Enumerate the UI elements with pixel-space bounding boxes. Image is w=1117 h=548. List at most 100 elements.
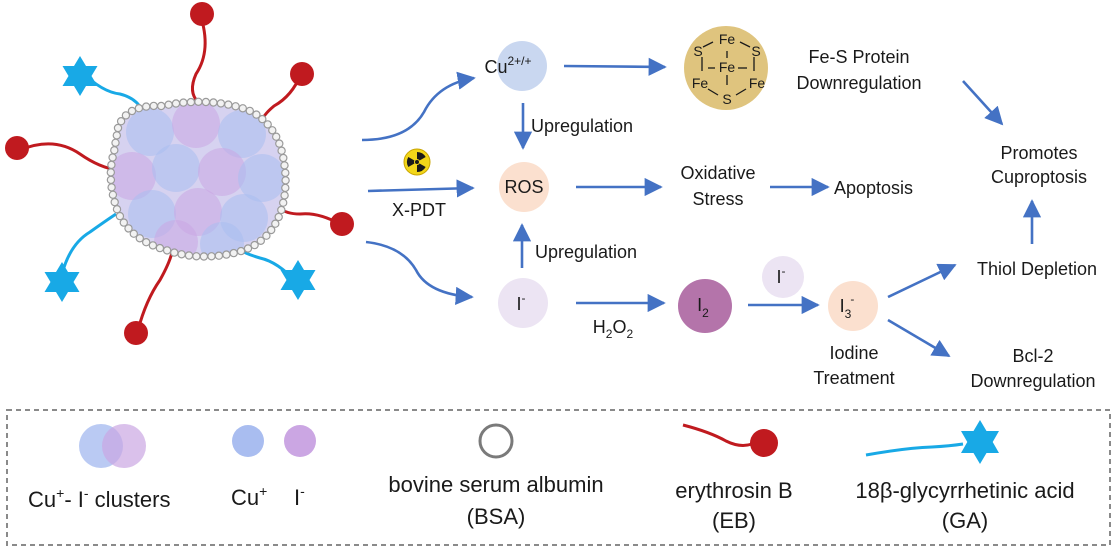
bsa-bead [216,99,226,108]
bsa-bead [110,197,119,207]
apoptosis-label: Apoptosis [834,178,913,198]
bsa-bead [199,252,209,261]
bsa-bead [280,191,289,200]
fe-left-label: Fe [692,75,709,91]
s-bottom-label: S [722,91,731,107]
bsa-bead [192,252,201,261]
arrow-to-ros [367,179,475,198]
bsa-bead [119,218,129,227]
node-ros: ROS [499,162,549,212]
bsa-bead [271,219,280,228]
bsa-bead [106,168,116,177]
radiation-icon [403,148,431,176]
bsa-bead [272,132,281,141]
node-triiodide: I3- [828,281,878,331]
bsa-bead [162,246,172,255]
s-top-right-label: S [751,43,760,59]
bsa-bead [201,97,211,107]
arrow-to-cu [361,71,476,142]
legend-cu-ion-label: Cu+ [231,483,267,510]
oxidative-stress-line1: Oxidative [680,163,755,183]
bsa-bead [115,211,125,221]
star-icon [280,260,316,300]
node-iodine: I2 [678,279,732,333]
node-cu: Cu2+/+ [484,41,547,91]
fe-right-label: Fe [749,75,766,91]
h2o2-label: H2O2 [593,317,634,341]
nanoparticle [5,2,354,345]
ros-label: ROS [504,177,543,197]
arrow-triiodide-to-bcl2 [887,318,951,358]
fe-top-label: Fe [719,31,736,47]
star-icon [62,56,98,96]
iodine-treatment-line2: Treatment [813,368,894,388]
fe-center-label: Fe [719,59,736,75]
iodide-label: I- [516,291,525,314]
bsa-bead [209,98,218,107]
bsa-bead [134,103,144,113]
nanoparticle-core [110,101,286,257]
node-iodide: I- [498,278,548,328]
bsa-bead [214,251,224,260]
bsa-bead [108,153,117,162]
bsa-shell [106,97,290,261]
bsa-bead [129,229,138,238]
bsa-bead [274,212,283,222]
upregulation-top-label: Upregulation [531,116,633,136]
bsa-bead [281,176,290,185]
bsa-bead [275,139,284,148]
bsa-bead [262,231,271,240]
bsa-bead [164,100,173,109]
bsa-bead [281,168,290,178]
bsa-bead [229,248,238,258]
bsa-bead [222,250,231,259]
legend-ga-line1: 18β-glycyrrhetinic acid [855,478,1074,503]
promotes-cuproptosis-line1: Promotes [1000,143,1077,163]
bsa-bead [171,99,181,108]
thiol-depletion-label: Thiol Depletion [977,259,1097,279]
legend-bsa-line2: (BSA) [467,504,526,529]
legend: Cu+- I- clusters Cu+ I- bovine serum alb… [6,409,1111,546]
bsa-bead [121,111,131,120]
bsa-bead [238,104,247,113]
bsa-bead [184,251,194,260]
promotes-cuproptosis-line2: Cuproptosis [991,167,1087,187]
bsa-bead [258,114,267,124]
bcl2-downregulation-line1: Bcl-2 [1012,346,1053,366]
bsa-bead [231,102,240,111]
bsa-bead [148,241,158,250]
bsa-bead [149,101,158,111]
arrow-fes-to-promotes [962,80,1004,126]
legend-ga: 18β-glycyrrhetinic acid (GA) [855,420,1075,533]
upregulation-bottom-label: Upregulation [535,242,637,262]
bsa-bead [236,246,246,256]
arrow-triiodide-to-thiol [887,263,957,299]
bsa-bead [267,225,276,235]
bsa-bead [268,126,277,135]
cu-label: Cu2+/+ [484,54,531,77]
star-icon [44,262,80,302]
bsa-bead [110,145,119,155]
bsa-bead [243,244,253,253]
flow-labels: Fe-S Protein Downregulation Upregulation… [392,47,1097,391]
eb-ligand-heads [5,2,354,345]
bsa-bead [177,250,186,259]
bsa-bead [112,204,122,214]
legend-clusters: Cu+- I- clusters [28,424,170,512]
bsa-bead [107,183,116,192]
ga-star-icons [44,56,316,302]
bsa-bead [279,198,288,207]
bsa-bead [281,183,290,193]
legend-eb: erythrosin B (EB) [675,423,793,533]
bsa-bead [194,97,203,107]
legend-border [6,409,1111,546]
fes-downregulation-line1: Fe-S Protein [808,47,909,67]
bsa-bead [279,153,288,163]
arrow-to-iodide [365,240,474,305]
bsa-bead [179,98,188,107]
iodine-label: I2 [697,295,709,320]
bsa-bead [141,237,151,247]
bsa-bead [170,248,179,257]
bsa-bead [256,236,265,245]
bsa-bead [280,161,289,170]
